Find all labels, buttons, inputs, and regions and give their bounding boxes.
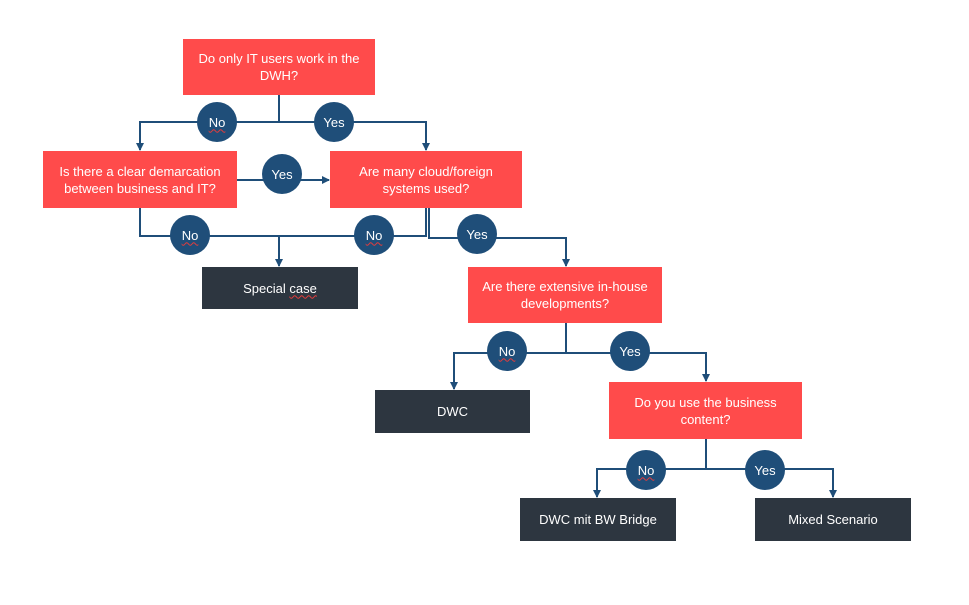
badge-q2-yes: Yes <box>262 154 302 194</box>
badge-q5-yes: Yes <box>745 450 785 490</box>
badge-q1-no: No <box>197 102 237 142</box>
result-box-special-case: Special case <box>202 267 358 309</box>
badge-q3-no: No <box>354 215 394 255</box>
result-text-dwc: DWC <box>436 404 469 419</box>
badge-label-q1-yes: Yes <box>323 114 345 130</box>
question-text-q5: Do you use the business content? <box>634 394 777 427</box>
question-text-q1: Do only IT users work in the DWH? <box>198 51 360 83</box>
question-box-q1: Do only IT users work in the DWH? <box>183 39 375 95</box>
badge-q5-no: No <box>626 450 666 490</box>
question-box-q5: Do you use the business content? <box>609 382 802 439</box>
badge-q4-yes: Yes <box>610 331 650 371</box>
badge-label-q5-yes: Yes <box>754 462 776 478</box>
badge-label-q5-no: No <box>637 462 655 478</box>
question-box-q3: Are many cloud/foreign systems used? <box>330 151 522 208</box>
result-text-mixed-scenario: Mixed Scenario <box>788 512 878 527</box>
badge-label-q4-yes: Yes <box>619 343 641 359</box>
question-text-q2: Is there a clear demarcation between bus… <box>59 163 221 196</box>
question-box-q4: Are there extensive in-house development… <box>468 267 662 323</box>
badge-label-q2-yes: Yes <box>271 166 293 182</box>
result-text-special-case-word2: case <box>289 280 317 296</box>
badge-q1-yes: Yes <box>314 102 354 142</box>
result-box-dwc-bw-bridge: DWC mit BW Bridge <box>520 498 676 541</box>
result-box-dwc: DWC <box>375 390 530 433</box>
question-box-q2: Is there a clear demarcation between bus… <box>43 151 237 208</box>
badge-label-q2-no: No <box>181 227 199 243</box>
badge-label-q1-no: No <box>208 114 226 130</box>
connector-q4-no <box>450 352 566 390</box>
question-text-q3: Are many cloud/foreign systems used? <box>359 163 493 196</box>
result-text-dwc-bw-bridge: DWC mit BW Bridge <box>539 512 657 527</box>
badge-label-q3-yes: Yes <box>466 226 488 242</box>
connector-q3-yes <box>428 208 570 267</box>
badge-q4-no: No <box>487 331 527 371</box>
badge-q2-no: No <box>170 215 210 255</box>
badge-label-q4-no: No <box>498 343 516 359</box>
result-text-special-case: Special case <box>243 280 317 297</box>
result-text-special-case-word1: Special <box>243 280 290 296</box>
connector-q2-no <box>139 208 279 237</box>
badge-label-q3-no: No <box>365 227 383 243</box>
question-text-q4: Are there extensive in-house development… <box>482 279 648 311</box>
badge-q3-yes: Yes <box>457 214 497 254</box>
result-box-mixed-scenario: Mixed Scenario <box>755 498 911 541</box>
connector-q5-no <box>593 468 706 498</box>
connector-q3-no <box>279 208 427 237</box>
